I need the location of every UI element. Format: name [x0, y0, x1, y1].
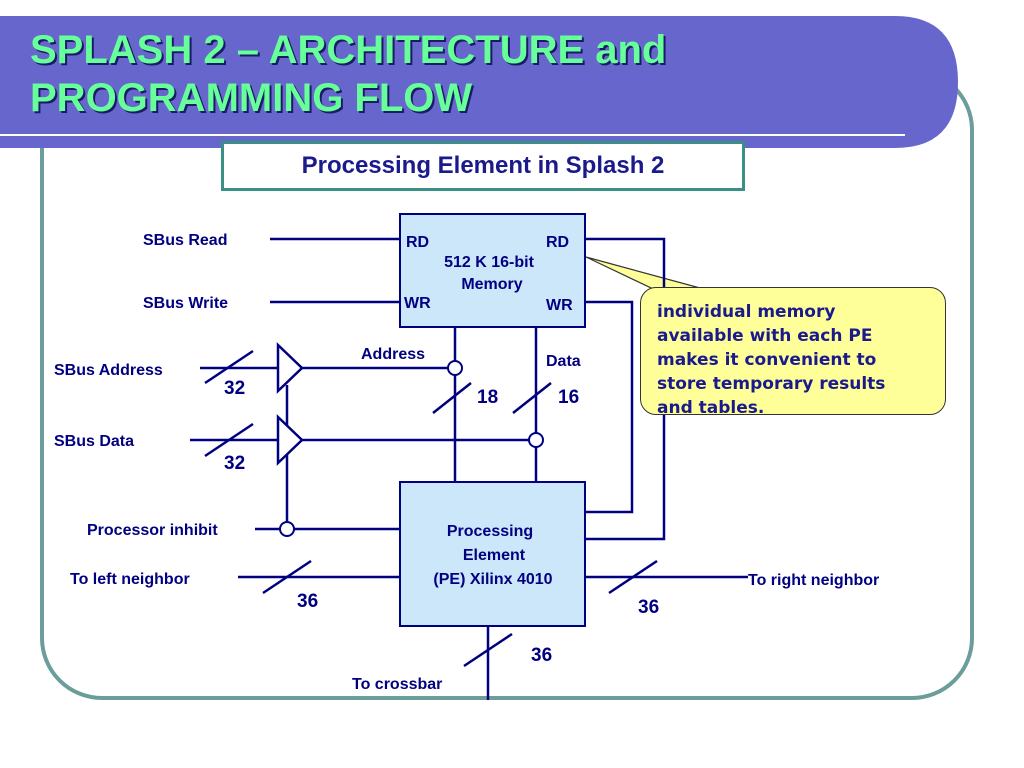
pe-title-line1: Processing [447, 523, 533, 540]
memory-title-line2: Memory [461, 276, 522, 293]
sbus-data-width: 32 [224, 453, 245, 474]
address-buffer [276, 342, 304, 394]
right-neighbor-label: To right neighbor [748, 572, 879, 589]
crossbar-width: 36 [531, 645, 552, 666]
memory-wr-left: WR [404, 295, 431, 312]
right-36-slash [608, 559, 658, 595]
subtitle: Processing Element in Splash 2 [301, 152, 665, 179]
address-width: 18 [477, 387, 498, 408]
sbus-read-label: SBus Read [143, 232, 227, 249]
sbus-write-label: SBus Write [143, 295, 228, 312]
memory-rd-left: RD [406, 234, 429, 251]
memory-title-line1: 512 K 16-bit [444, 254, 534, 271]
address-junction [447, 360, 463, 376]
sbus-address-width: 32 [224, 378, 245, 399]
data-buffer [276, 414, 304, 466]
crossbar-label: To crossbar [352, 676, 442, 693]
right-neighbor-width: 36 [638, 597, 659, 618]
wr-right-line [585, 300, 634, 514]
data-label: Data [546, 353, 581, 370]
left-36-slash [262, 559, 312, 595]
inhibit-junction [279, 521, 295, 537]
pe-block [399, 481, 586, 627]
crossbar-36-slash [463, 632, 513, 668]
left-neighbor-label: To left neighbor [70, 571, 190, 588]
data-32-slash [204, 422, 254, 458]
address-label: Address [361, 346, 425, 363]
title-bar [0, 16, 958, 148]
left-neighbor-width: 36 [297, 591, 318, 612]
subtitle-box: Processing Element in Splash 2 [221, 141, 745, 191]
memory-rd-right: RD [546, 234, 569, 251]
callout-note: individual memory available with each PE… [640, 287, 946, 418]
memory-block [399, 213, 586, 328]
junctions [279, 360, 544, 537]
address-18-slash [432, 382, 472, 414]
slide-title-line1: SPLASH 2 – ARCHITECTURE and [30, 28, 667, 72]
slide-title-line2: PROGRAMMING FLOW [30, 76, 473, 120]
pe-title-line2: Element [463, 547, 526, 564]
callout-note-text: individual memory available with each PE… [657, 302, 886, 418]
data-16-slash [512, 382, 552, 414]
sbus-address-label: SBus Address [54, 362, 163, 379]
data-junction [528, 432, 544, 448]
memory-wr-right: WR [546, 297, 573, 314]
slide-title: SPLASH 2 – ARCHITECTURE and PROGRAMMING … [30, 26, 890, 122]
pe-title-line3: (PE) Xilinx 4010 [433, 571, 552, 588]
address-32-slash [204, 349, 254, 385]
processor-inhibit-label: Processor inhibit [87, 522, 218, 539]
sbus-data-label: SBus Data [54, 433, 134, 450]
data-width: 16 [558, 387, 579, 408]
